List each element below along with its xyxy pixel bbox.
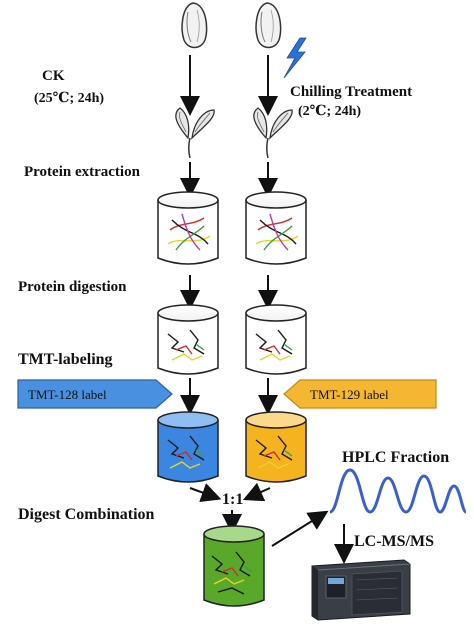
arrow	[242, 482, 271, 502]
protein-extraction-label: Protein extraction	[24, 164, 141, 180]
ratio-label: 1:1	[222, 491, 243, 508]
chilling-label: Chilling Treatment	[290, 84, 412, 100]
beaker-icon	[245, 411, 307, 483]
seedling-icon	[175, 107, 215, 159]
beaker-icon	[245, 304, 307, 375]
seed-icon	[181, 2, 208, 49]
ck-condition: (25℃; 24h)	[34, 91, 104, 106]
arrow	[271, 510, 329, 547]
protein-digestion-label: Protein digestion	[18, 279, 127, 295]
hplc-fraction-label: HPLC Fraction	[342, 449, 449, 466]
beaker-icon	[157, 411, 219, 483]
beaker-icon	[157, 304, 219, 375]
beaker-icon	[203, 525, 265, 607]
ck-label: CK	[42, 68, 65, 84]
seed-icon	[255, 2, 282, 49]
beaker-icon	[157, 191, 219, 265]
tmt129-text: TMT-129 label	[310, 387, 389, 402]
arrow	[189, 483, 222, 502]
mass-spectrometer-icon	[311, 559, 411, 621]
tmt128-tag: TMT-128 label	[17, 379, 173, 409]
chromatogram-wave-icon	[329, 468, 468, 514]
lcms-label: LC-MS/MS	[354, 533, 434, 550]
tmt129-tag: TMT-129 label	[283, 379, 437, 409]
seedling-icon	[253, 107, 293, 159]
chilling-condition: (2℃; 24h)	[298, 104, 361, 119]
tmt-labeling-label: TMT-labeling	[18, 351, 113, 368]
lightning-icon	[283, 37, 307, 79]
tmt128-text: TMT-128 label	[28, 387, 107, 402]
digest-combination-label: Digest Combination	[18, 506, 155, 523]
beaker-icon	[245, 191, 307, 265]
